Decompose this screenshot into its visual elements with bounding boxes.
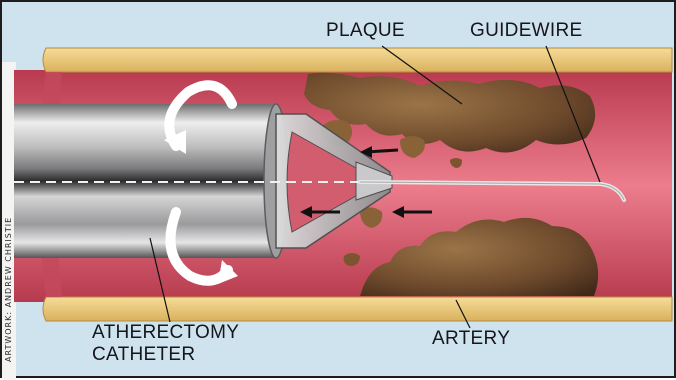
artery-wall-top [43, 48, 672, 72]
artery-label: ARTERY [432, 328, 510, 350]
catheter-label-line2: CATHETER [92, 344, 195, 366]
guidewire-label: GUIDEWIRE [470, 20, 582, 42]
artery-wall-bottom [43, 297, 672, 321]
plaque-label: PLAQUE [326, 20, 405, 42]
catheter-label-line1: ATHERECTOMY [92, 322, 239, 344]
